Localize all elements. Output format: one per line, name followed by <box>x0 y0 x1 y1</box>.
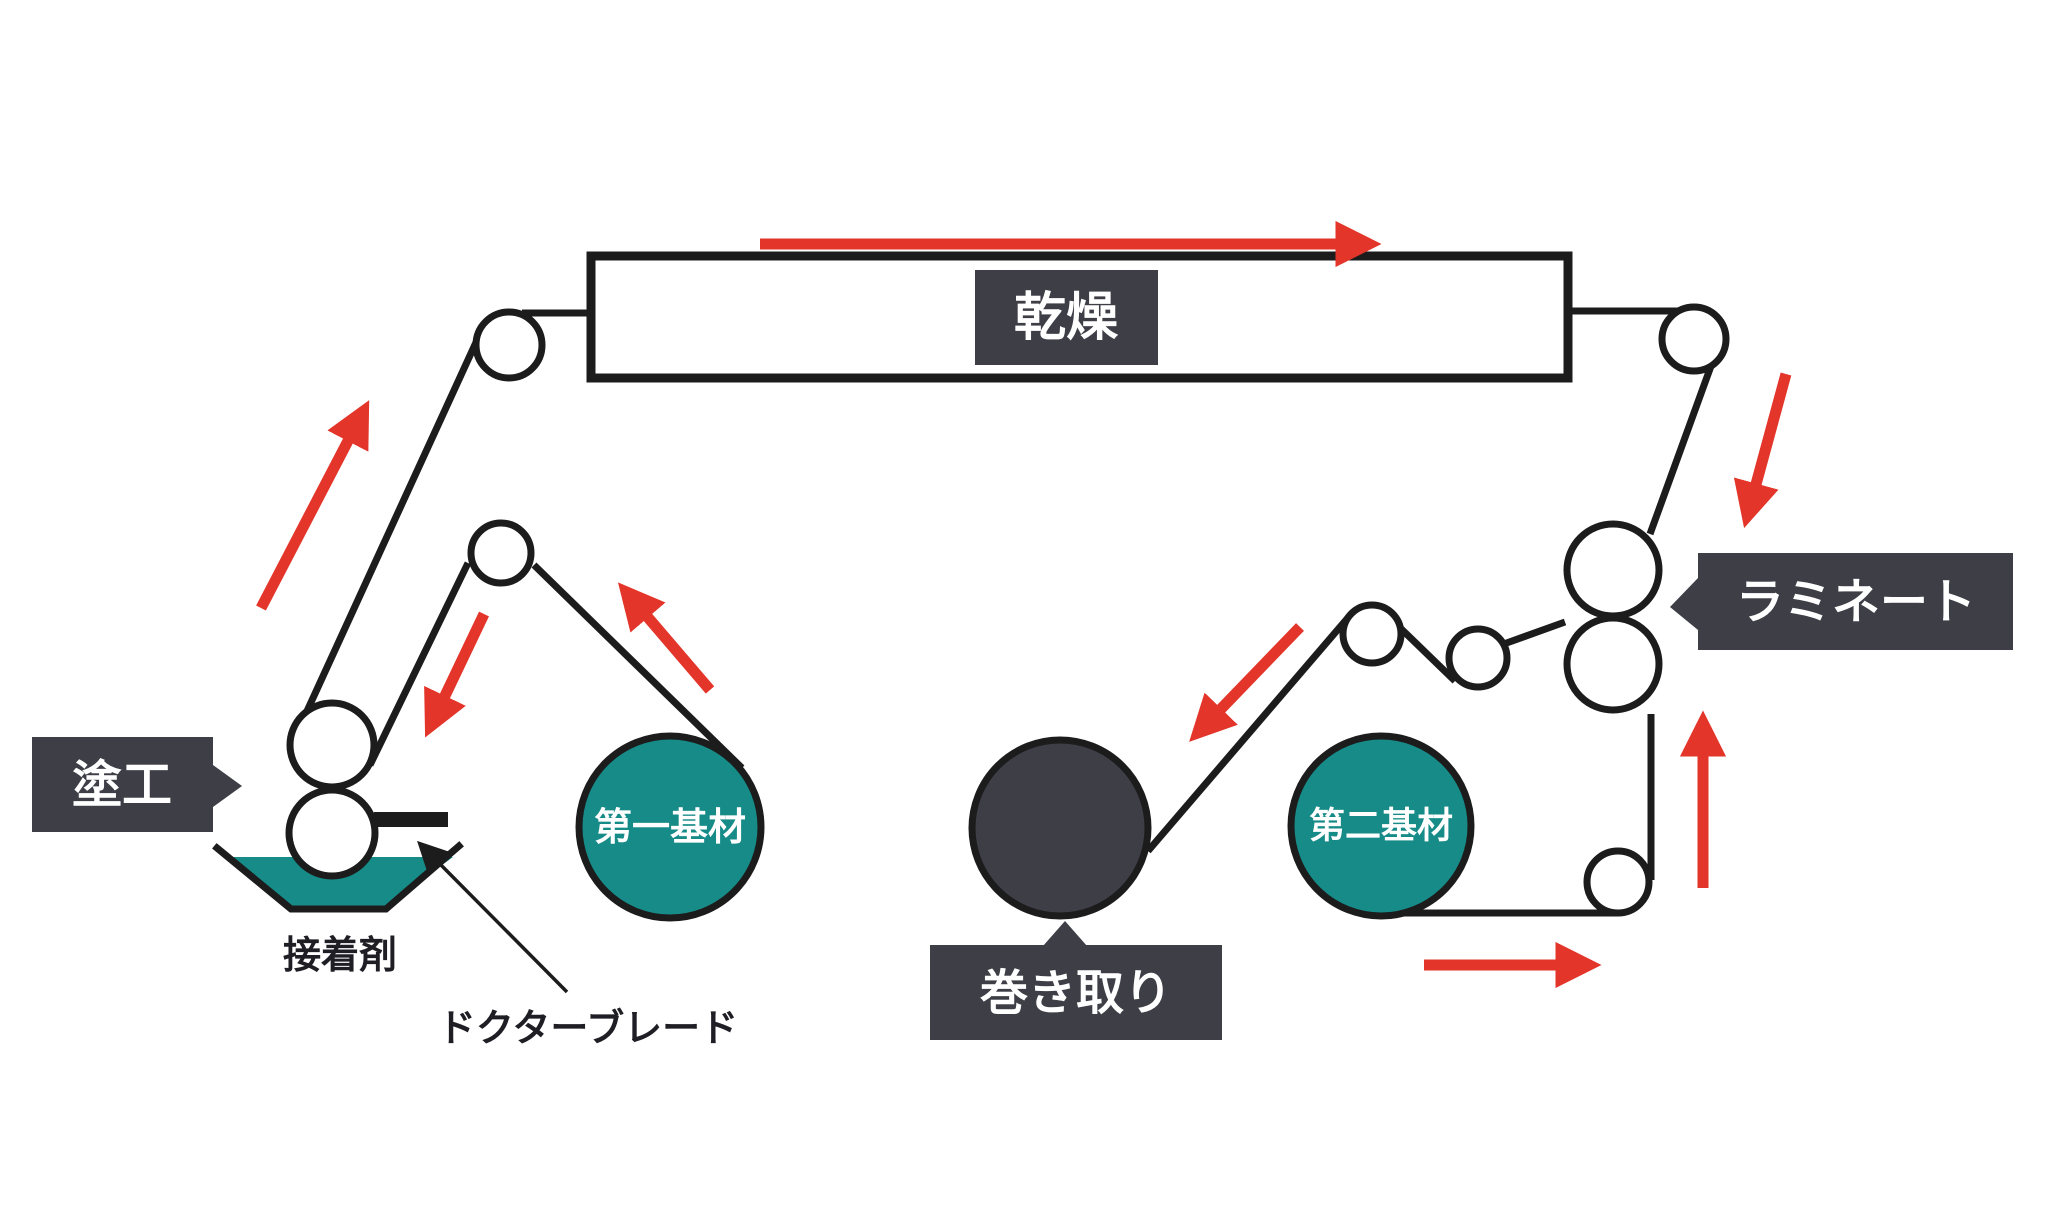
bottom-right-guide-roller <box>1583 847 1653 917</box>
valley-guide-roller <box>1445 625 1511 691</box>
web-to-laminator <box>1646 364 1715 536</box>
coating-label-notch <box>213 765 242 807</box>
laminating-label-notch <box>1670 578 1698 630</box>
flow-arrow-up-left-side-icon <box>256 400 370 611</box>
substrate1-label: 第一基材 <box>594 805 746 849</box>
mid-guide-roller <box>467 519 535 587</box>
laminating-roller-top <box>1563 520 1663 620</box>
drying-label: 乾燥 <box>1014 288 1119 348</box>
drying-label-box <box>975 270 1158 365</box>
coating-label: 塗工 <box>72 756 172 814</box>
doctor-blade-pointer <box>417 840 569 994</box>
adhesive-caption: 接着剤 <box>283 933 397 977</box>
oven-exit-roller <box>1658 303 1730 375</box>
coating-roller-bottom <box>285 786 379 880</box>
laminating-label-box <box>1698 553 2013 650</box>
doctor-blade-caption: ドクターブレード <box>438 1006 738 1050</box>
adhesive-liquid <box>224 857 453 906</box>
winding-roll <box>968 736 1152 920</box>
doctor-blade <box>374 812 448 827</box>
winding-label-notch <box>1043 921 1087 946</box>
substrate1-roll <box>575 732 765 922</box>
web-coating-to-oven <box>298 336 482 724</box>
adhesive-tray <box>212 841 464 913</box>
laminating-label: ラミネート <box>1736 574 1976 630</box>
coating-roller-top <box>286 699 378 791</box>
web-to-winding <box>1145 610 1355 854</box>
flow-arrow-to-winding-icon <box>1189 623 1304 742</box>
flow-arrow-guide-to-coating-icon <box>424 611 489 738</box>
web-nip-to-valley-guide <box>1499 618 1567 649</box>
flow-arrow-down-right-icon <box>1733 372 1792 529</box>
oven-entry-roller <box>472 308 546 382</box>
coating-label-box <box>32 737 213 832</box>
substrate2-label: 第二基材 <box>1309 806 1453 847</box>
laminating-roller-bottom <box>1563 614 1663 714</box>
substrate2-roll <box>1287 732 1475 920</box>
flow-arrow-substrate1-up-icon <box>617 582 715 694</box>
winding-label-box <box>930 945 1222 1040</box>
web-substrate1-to-guide <box>531 562 745 771</box>
winding-label: 巻き取り <box>980 965 1172 1021</box>
peak-guide-roller <box>1339 601 1405 667</box>
web-guide-to-coating <box>366 561 472 767</box>
